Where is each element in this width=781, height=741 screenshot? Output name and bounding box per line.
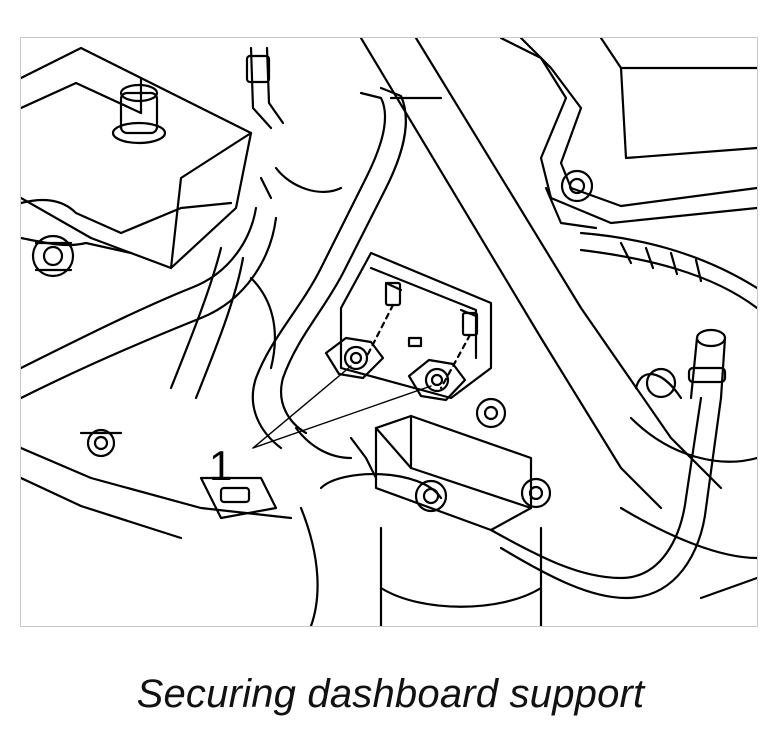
left-hose xyxy=(21,206,278,400)
upper-right-bracket xyxy=(499,38,757,310)
upper-left-bracket xyxy=(21,46,253,270)
lower-left-clip xyxy=(21,428,293,540)
fuel-line xyxy=(245,46,407,450)
dashboard-support-strut xyxy=(359,38,723,510)
securing-nut-left xyxy=(324,336,385,380)
lower-clamp-block xyxy=(374,397,552,532)
callout-label-1: 1 xyxy=(209,442,232,489)
technical-illustration: 1 xyxy=(20,37,758,627)
mounting-plate xyxy=(339,251,493,400)
securing-nut-right xyxy=(407,358,467,402)
callout-leader-lines xyxy=(252,365,432,449)
left-connector xyxy=(21,198,233,278)
figure-caption: Securing dashboard support xyxy=(136,672,645,716)
right-hose xyxy=(489,328,727,600)
center-components xyxy=(249,166,378,480)
lower-cylinder xyxy=(299,472,543,626)
right-housing xyxy=(619,416,757,600)
engine-bay-line-drawing: 1 xyxy=(21,38,757,626)
